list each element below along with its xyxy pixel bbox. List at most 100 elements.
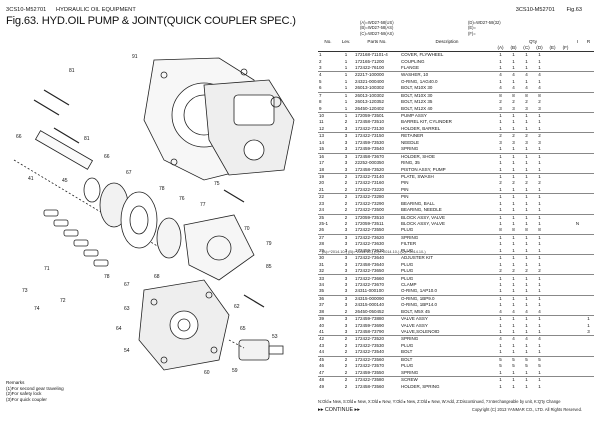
cell-description: BOLT, M5X 45 — [400, 308, 494, 317]
cell-interchange — [572, 247, 583, 256]
callout: 62 — [234, 304, 240, 310]
cell-no: 12 — [318, 125, 338, 134]
cell-interchange — [572, 288, 583, 296]
qty-col-f: (F) — [559, 44, 572, 52]
callout: 67 — [126, 170, 132, 176]
cell-qty — [559, 214, 572, 221]
cell-qty: 1 — [512, 342, 515, 348]
cell-qty: 1 — [494, 146, 507, 154]
cell-interchange — [572, 52, 583, 59]
cell-qty: 5 — [525, 356, 528, 362]
callout: 72 — [60, 298, 66, 304]
cell-interchange — [572, 186, 583, 195]
callout: 41 — [28, 176, 34, 182]
col-header-no: No. — [324, 38, 332, 44]
cell-qty: 1 — [538, 113, 541, 119]
cell-qty: 1 — [499, 383, 502, 389]
cell-qty: 1 — [533, 64, 546, 73]
cell-part-number: 172422-73570 — [355, 363, 385, 369]
cell-no: 22 — [319, 194, 325, 200]
cell-part-number: 172422-73220 — [354, 186, 400, 195]
cell-qty — [559, 52, 572, 59]
cell-interchange — [572, 207, 583, 215]
cell-qty — [546, 356, 559, 363]
cell-qty: 1 — [533, 288, 546, 296]
cell-lev: 2 — [338, 308, 354, 317]
cell-qty — [546, 52, 559, 59]
cell-interchange — [572, 105, 583, 113]
cell-qty: 1 — [525, 295, 528, 301]
cell-qty: 1 — [494, 369, 507, 377]
cell-no: 16 — [319, 153, 325, 159]
cell-description: HOLDER, BARREL — [400, 125, 494, 134]
cell-remark — [583, 125, 594, 134]
cell-lev: 1 — [338, 105, 354, 113]
cell-description: BARREL KIT, CYLINDER — [401, 119, 452, 125]
cell-interchange — [572, 146, 583, 154]
cell-qty: 2 — [538, 180, 541, 186]
cell-description: BOLT, M12X 40 — [400, 105, 494, 113]
cell-interchange — [572, 328, 583, 337]
remarks-block: Remarks (1)For second gear traveling (2)… — [6, 380, 64, 402]
cell-lev: 3 — [338, 247, 354, 256]
cell-qty: 1 — [512, 58, 515, 64]
cell-lev: 1 — [344, 99, 348, 105]
cell-interchange — [572, 356, 583, 363]
cell-remark — [583, 255, 594, 262]
cell-description: PIN — [400, 186, 494, 195]
cell-interchange — [572, 308, 583, 317]
cell-qty — [559, 316, 572, 323]
cell-qty — [559, 247, 572, 256]
cell-qty: 1 — [499, 78, 502, 84]
cell-qty: 1 — [525, 377, 528, 383]
cell-part-number: 172422-73620 — [355, 234, 385, 240]
cell-qty — [546, 194, 559, 201]
cell-description: BOLT, M10X 30 — [400, 85, 494, 93]
cell-description: CLAMP — [401, 281, 417, 287]
cell-qty: 1 — [512, 255, 515, 261]
cell-qty: 1 — [525, 281, 528, 287]
cell-qty — [559, 173, 572, 180]
cell-qty: 1 — [520, 64, 533, 73]
serial-note: (A)=*2014.10-) (B)=*2014.10-) (C)=*2014.… — [322, 250, 426, 254]
cell-part-number: 172422-73280 — [355, 194, 385, 200]
cell-part-number: 26013-100302 — [355, 92, 385, 98]
cell-qty — [559, 186, 572, 195]
cell-qty — [559, 328, 572, 337]
cell-qty — [546, 247, 559, 256]
cell-qty: 1 — [494, 247, 507, 256]
shaft-assembly-drawing — [13, 130, 182, 259]
cell-lev: 2 — [344, 221, 348, 227]
cell-part-number: 172459-73630 — [354, 247, 400, 256]
cell-qty: 1 — [538, 160, 541, 166]
cell-qty: 1 — [499, 113, 502, 119]
cell-lev: 1 — [338, 85, 354, 93]
cell-qty: 2 — [507, 268, 520, 276]
cell-qty — [546, 275, 559, 282]
page-header-right: 3CS10-M52701 Fig.63 — [506, 7, 582, 13]
cell-qty: 1 — [512, 241, 515, 247]
cell-remark — [583, 383, 594, 389]
cell-remark — [583, 336, 594, 343]
cell-interchange — [572, 234, 583, 241]
cell-qty: 8 — [520, 227, 533, 235]
diagram-callouts: 81 91 66 41 45 81 66 67 78 76 77 71 73 7… — [16, 54, 278, 376]
callout: 60 — [204, 370, 210, 376]
cell-qty: 1 — [533, 328, 546, 337]
cell-qty: 3 — [538, 139, 541, 145]
cell-qty: 1 — [507, 207, 520, 215]
cell-interchange — [572, 153, 583, 160]
remarks-title: Remarks — [6, 380, 25, 385]
cell-description: PLATE, SWASH — [401, 173, 434, 179]
cell-qty: 1 — [538, 281, 541, 287]
cell-lev: 3 — [344, 234, 348, 240]
